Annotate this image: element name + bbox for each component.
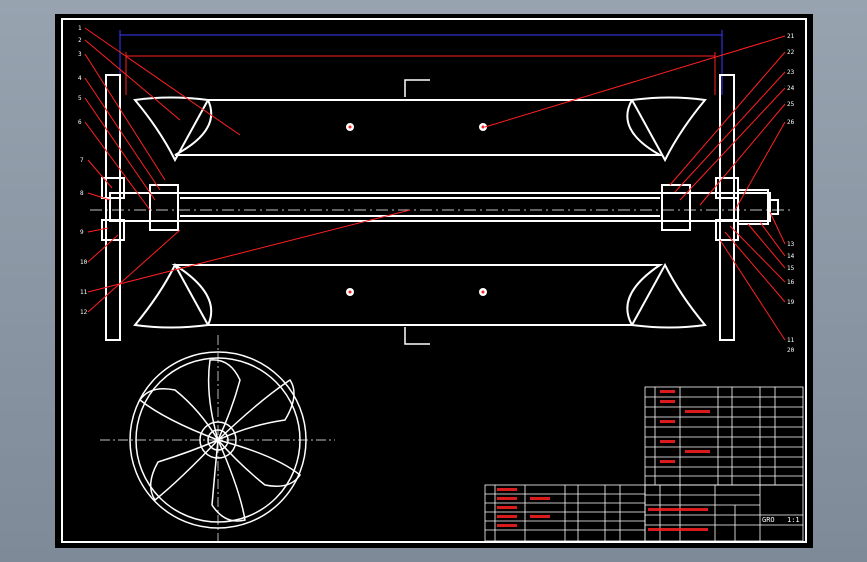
leader-lines [84, 27, 786, 341]
title-block [644, 484, 804, 542]
title-block-label: GRO [762, 516, 775, 524]
part-number: 7 [80, 157, 84, 164]
title-block-text: GRO 1:1 [762, 516, 800, 524]
part-numbers-left: 1 2 3 4 5 6 7 8 9 10 11 12 [78, 25, 88, 316]
part-number: 12 [80, 309, 88, 316]
drawing-sheet [55, 14, 813, 548]
drum-assembly [101, 74, 779, 341]
part-number: 13 [787, 241, 795, 248]
part-number: 15 [787, 265, 795, 272]
part-number: 11 [787, 337, 795, 344]
part-number: 2 [78, 37, 82, 44]
part-number: 21 [787, 33, 795, 40]
part-number: 10 [80, 259, 88, 266]
title-block-scale: 1:1 [787, 516, 800, 524]
part-numbers-right: 21 22 23 24 25 26 13 14 15 16 19 11 20 [787, 33, 795, 354]
part-number: 23 [787, 69, 795, 76]
part-number: 8 [80, 190, 84, 197]
part-number: 25 [787, 101, 795, 108]
part-number: 22 [787, 49, 795, 56]
part-number: 20 [787, 347, 795, 354]
impeller-centerlines [100, 335, 335, 545]
part-number: 14 [787, 253, 795, 260]
section-markers [404, 79, 430, 345]
part-number: 19 [787, 299, 795, 306]
part-number: 26 [787, 119, 795, 126]
part-number: 1 [78, 25, 82, 32]
part-number: 3 [78, 51, 82, 58]
bolt-holes-centers [348, 125, 485, 294]
part-number: 11 [80, 289, 88, 296]
part-number: 4 [78, 75, 82, 82]
part-number: 16 [787, 279, 795, 286]
part-number: 5 [78, 95, 82, 102]
drawing-border [61, 18, 807, 543]
dimension-lines-red [125, 52, 716, 95]
part-number: 9 [80, 229, 84, 236]
table-text-marks [497, 390, 710, 531]
part-number: 6 [78, 119, 82, 126]
parts-list-table-lower [484, 484, 646, 542]
part-number: 24 [787, 85, 795, 92]
